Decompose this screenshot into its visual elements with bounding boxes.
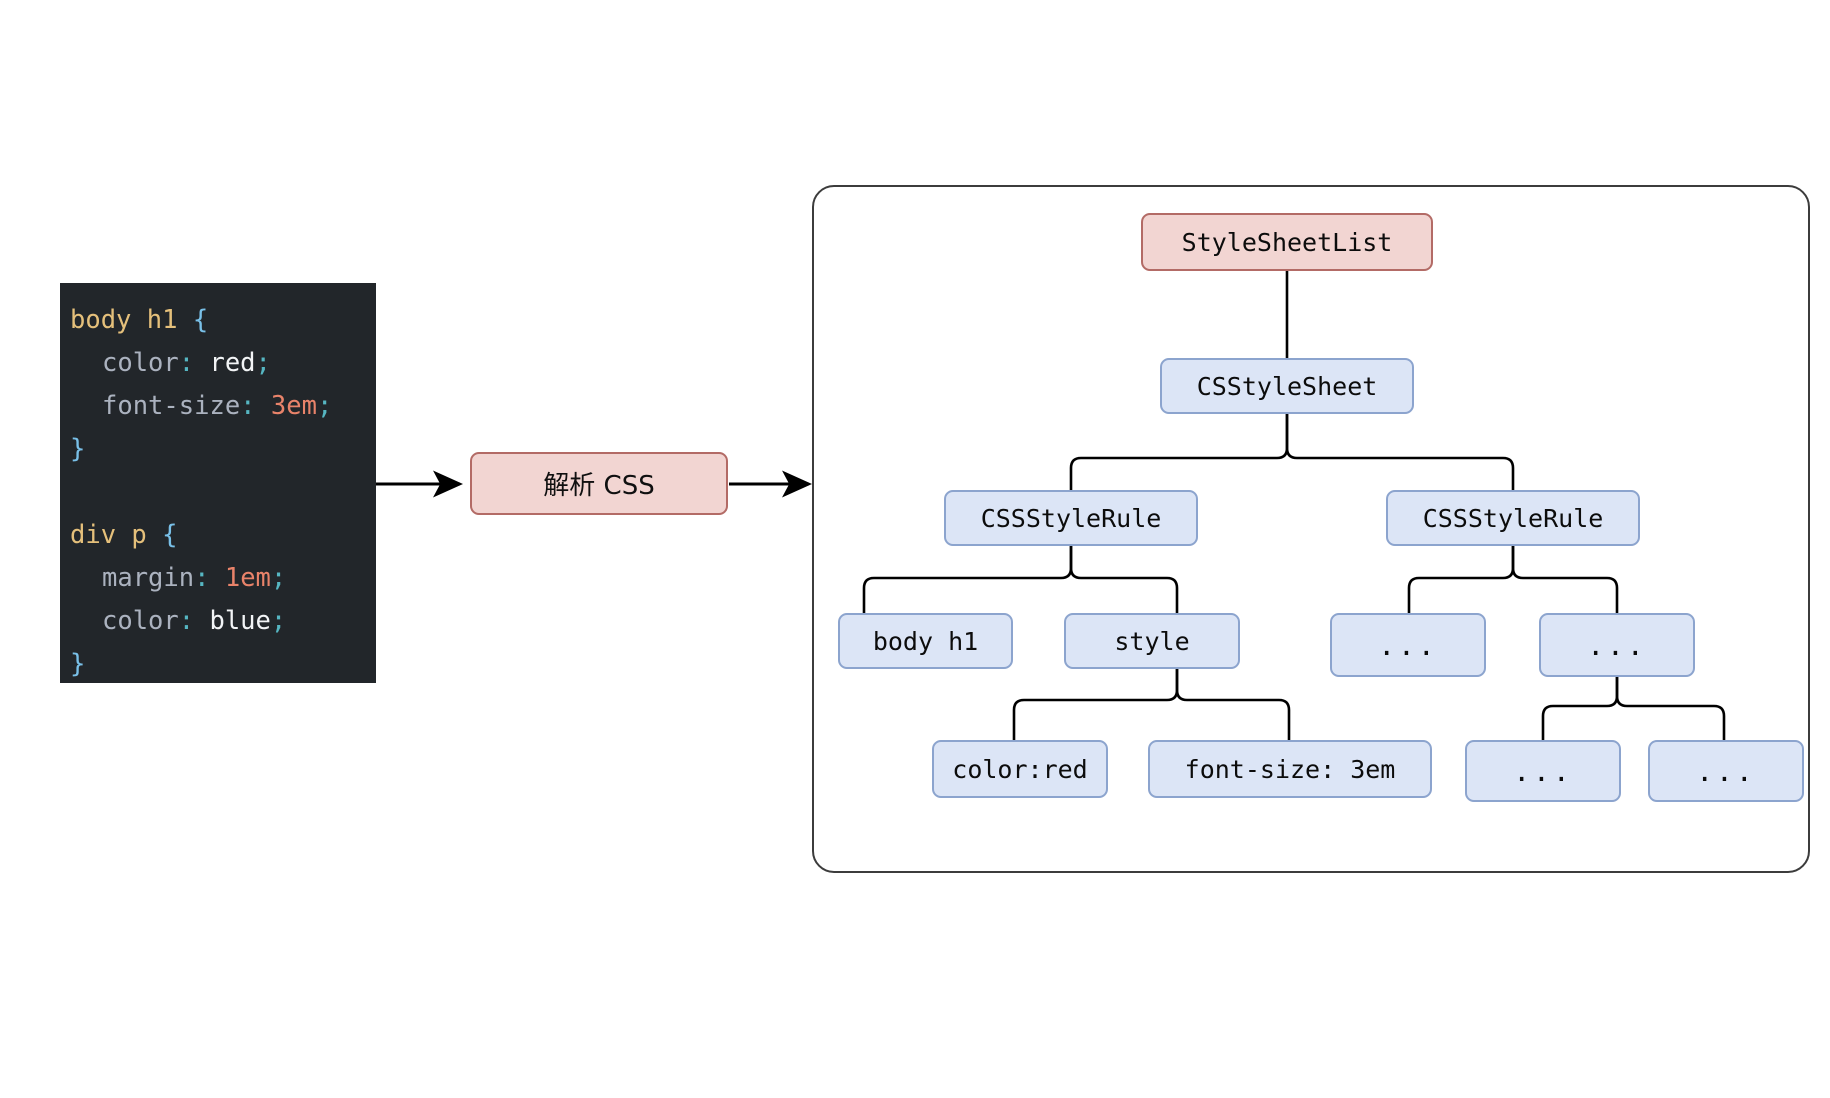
- code-token-sel: div p: [70, 520, 163, 550]
- node-cssstylerule-left[interactable]: CSSStyleRule: [944, 490, 1198, 546]
- code-line: font-size: 3em;: [60, 385, 376, 428]
- code-token-punc: :: [178, 606, 195, 636]
- code-token-punc: :: [240, 391, 256, 421]
- node-style-label: style: [1114, 626, 1190, 656]
- code-token-val: [209, 563, 224, 593]
- code-line: margin: 1em;: [60, 557, 376, 600]
- code-token-val: blue: [194, 606, 271, 636]
- code-line: color: blue;: [60, 600, 376, 643]
- code-token-punc: :: [178, 348, 195, 378]
- node-cssstylesheet-label: CSStyleSheet: [1196, 371, 1378, 401]
- code-token-brace: {: [162, 520, 178, 550]
- node-style[interactable]: style: [1064, 613, 1240, 669]
- node-cssstylesheet[interactable]: CSStyleSheet: [1160, 358, 1414, 414]
- code-line: div p {: [60, 514, 376, 557]
- node-ellipsis-right-1[interactable]: ...: [1330, 613, 1486, 677]
- node-declaration-fontsize[interactable]: font-size: 3em: [1148, 740, 1432, 798]
- node-ellipsis-right-3-label: ...: [1513, 754, 1573, 788]
- code-line: }: [60, 428, 376, 471]
- code-token-punc: ;: [316, 391, 333, 421]
- code-line-blank: [60, 471, 376, 514]
- code-token-punc: :: [194, 563, 210, 593]
- code-token-punc: ;: [270, 563, 287, 593]
- code-line: }: [60, 643, 376, 686]
- node-selector-body-h1[interactable]: body h1: [838, 613, 1013, 669]
- code-token-num: 3em: [270, 391, 317, 421]
- node-ellipsis-right-3[interactable]: ...: [1465, 740, 1621, 802]
- code-token-brace: {: [192, 305, 209, 335]
- node-stylesheetlist-label: StyleSheetList: [1181, 227, 1393, 257]
- code-line: body h1 {: [60, 299, 376, 342]
- code-token-prop: margin: [102, 563, 195, 593]
- code-token-punc: ;: [255, 348, 271, 378]
- node-cssstylerule-left-label: CSSStyleRule: [980, 503, 1162, 533]
- node-cssstylerule-right-label: CSSStyleRule: [1422, 503, 1604, 533]
- code-token-sel: body h1: [70, 305, 193, 335]
- node-ellipsis-right-2-label: ...: [1587, 628, 1647, 662]
- code-line: color: red;: [60, 342, 376, 385]
- node-declaration-color-label: color:red: [952, 754, 1088, 784]
- code-token-brace: }: [70, 649, 86, 679]
- arrow-code-to-parse: [376, 470, 463, 498]
- node-stylesheetlist[interactable]: StyleSheetList: [1141, 213, 1433, 271]
- code-token-punc: ;: [270, 606, 287, 636]
- node-ellipsis-right-4-label: ...: [1696, 754, 1756, 788]
- parse-css-step[interactable]: 解析 CSS: [470, 452, 728, 515]
- code-token-val: red: [194, 348, 256, 378]
- css-code-block: body h1 {color: red;font-size: 3em;}div …: [60, 283, 376, 683]
- code-token-brace: }: [70, 434, 86, 464]
- node-ellipsis-right-4[interactable]: ...: [1648, 740, 1804, 802]
- node-selector-body-h1-label: body h1: [872, 626, 979, 656]
- code-token-num: 1em: [224, 563, 271, 593]
- parse-css-label: 解析 CSS: [543, 471, 655, 501]
- code-token-prop: font-size: [102, 391, 241, 421]
- code-token-prop: color: [102, 348, 179, 378]
- code-token-prop: color: [102, 606, 179, 636]
- node-declaration-color[interactable]: color:red: [932, 740, 1108, 798]
- node-declaration-fontsize-label: font-size: 3em: [1184, 754, 1396, 784]
- node-ellipsis-right-2[interactable]: ...: [1539, 613, 1695, 677]
- code-token-val: [256, 391, 271, 421]
- node-cssstylerule-right[interactable]: CSSStyleRule: [1386, 490, 1640, 546]
- node-ellipsis-right-1-label: ...: [1378, 628, 1438, 662]
